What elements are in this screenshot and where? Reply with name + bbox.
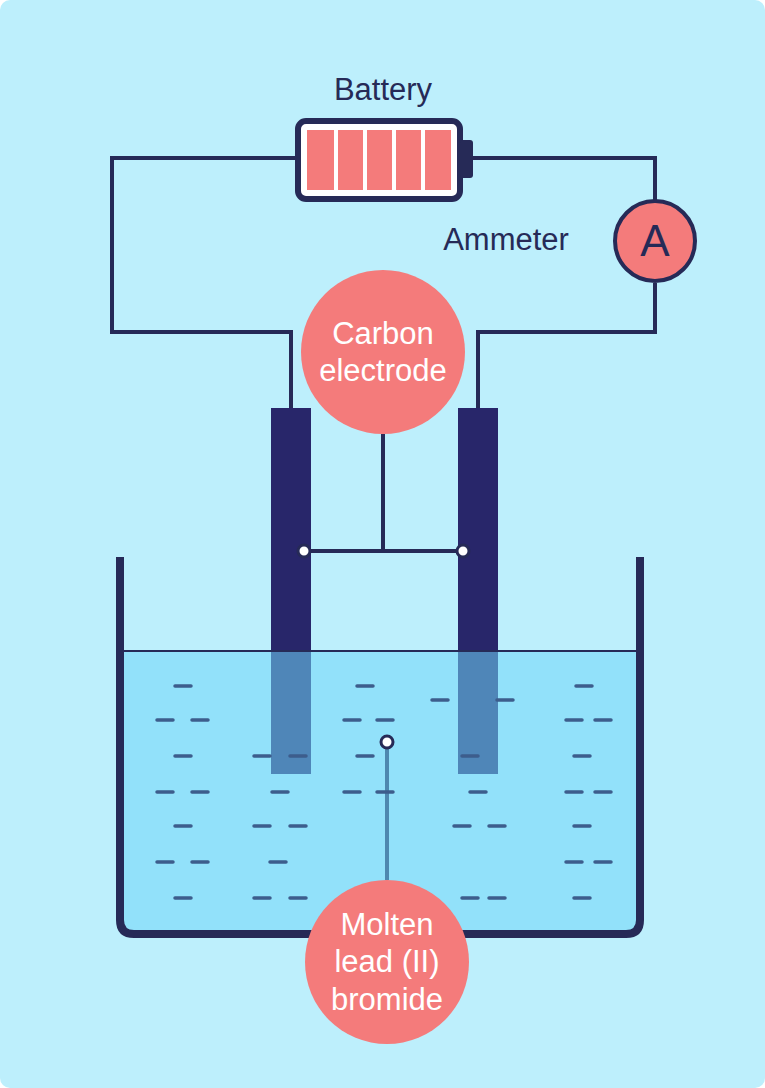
battery-label: Battery: [334, 72, 432, 108]
ammeter-symbol: A: [613, 199, 697, 283]
node-text: A: [640, 215, 669, 268]
ammeter-label: Ammeter: [443, 222, 569, 258]
node-text: Carbon electrode: [308, 315, 458, 389]
callout-circle: Molten lead (II) bromide: [305, 880, 469, 1044]
liquid-ions: [157, 686, 611, 898]
node-text: Molten lead (II) bromide: [312, 906, 462, 1018]
beaker: [120, 557, 640, 934]
liquid-surface: [124, 650, 636, 652]
battery-symbol: [298, 121, 473, 199]
leader-dots: [298, 545, 469, 748]
callout-circle: Carbon electrode: [301, 270, 465, 434]
